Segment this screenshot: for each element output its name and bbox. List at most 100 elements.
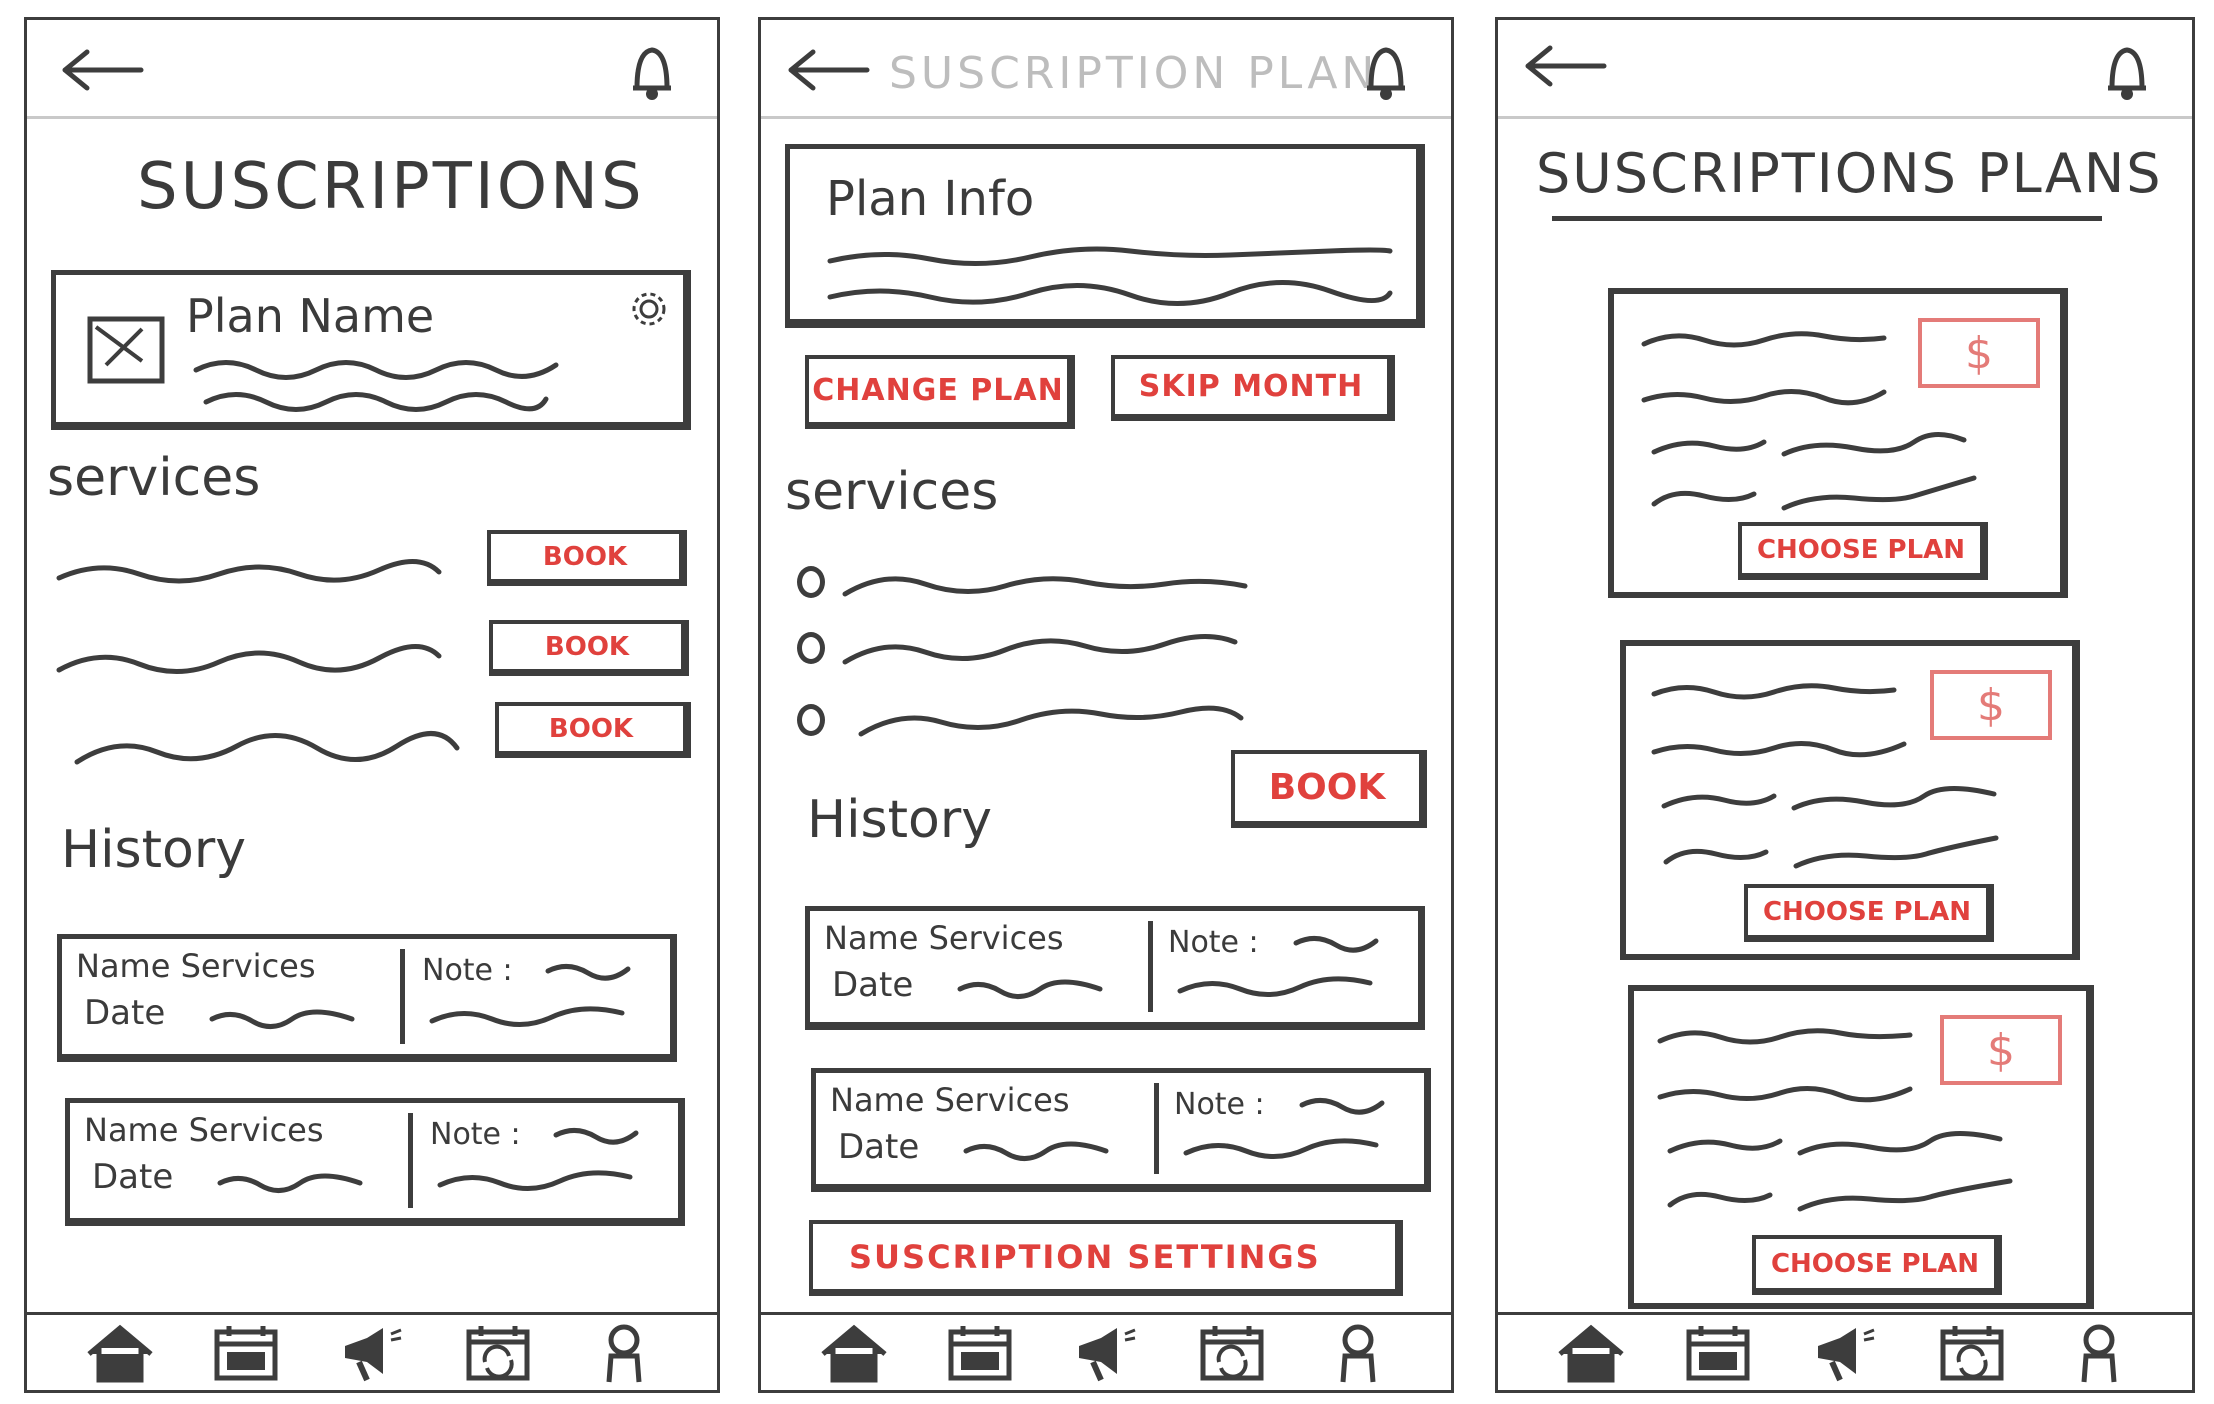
date-value-line (217, 1173, 363, 1193)
screen-subscriptions: SUSCRIPTIONS Plan Name services BOOK BOO… (24, 17, 720, 1393)
plan-line (1641, 331, 1887, 348)
plan-description-line (193, 360, 559, 380)
profile-icon[interactable] (2064, 1322, 2134, 1384)
plan-line (1651, 741, 1907, 758)
page-title: SUSCRIPTIONS PLANS (1536, 142, 2163, 205)
choose-plan-button[interactable]: CHOOSE PLAN (1744, 884, 1994, 942)
date-value-line (957, 979, 1103, 999)
plan-option-card[interactable]: $ CHOOSE PLAN (1628, 985, 2094, 1309)
gear-icon[interactable] (629, 289, 669, 329)
bell-icon[interactable] (2102, 42, 2152, 102)
plan-info-title: Plan Info (826, 171, 1035, 227)
price-tag: $ (1930, 670, 2052, 740)
calendar-icon[interactable] (945, 1322, 1015, 1384)
plan-name: Plan Name (186, 289, 435, 343)
skip-month-button[interactable]: SKIP MONTH (1111, 355, 1395, 421)
plan-info-line (827, 246, 1393, 267)
back-arrow-icon[interactable] (783, 46, 873, 94)
service-radio[interactable] (797, 566, 825, 598)
note-value-line (553, 1128, 639, 1145)
book-button[interactable]: BOOK (489, 620, 689, 676)
service-radio[interactable] (797, 704, 825, 736)
history-row[interactable]: Name Services Date Note : (65, 1098, 685, 1226)
plan-line (1663, 835, 1999, 869)
plan-description-line (203, 392, 549, 412)
title-underline (1552, 216, 2102, 221)
service-line (74, 731, 460, 765)
service-line (56, 559, 442, 584)
calendar-refresh-icon[interactable] (463, 1322, 533, 1384)
bottom-nav (27, 1312, 717, 1390)
profile-icon[interactable] (1323, 1322, 1393, 1384)
back-arrow-icon[interactable] (57, 46, 147, 94)
top-bar: SUSCRIPTION PLAN (761, 20, 1451, 119)
plan-info-card: Plan Info (785, 144, 1425, 328)
date-value-line (963, 1141, 1109, 1161)
subscription-settings-button[interactable]: SUSCRIPTION SETTINGS (809, 1220, 1403, 1296)
services-heading: services (47, 448, 261, 508)
top-bar (1498, 20, 2192, 119)
screen-subscription-plan: SUSCRIPTION PLAN Plan Info CHANGE PLAN S… (758, 17, 1454, 1393)
plan-line (1661, 785, 1997, 811)
note-value-line (1183, 1138, 1379, 1159)
service-radio[interactable] (797, 632, 825, 664)
plan-line (1667, 1178, 2013, 1212)
calendar-refresh-icon[interactable] (1937, 1322, 2007, 1384)
choose-plan-button[interactable]: CHOOSE PLAN (1738, 522, 1988, 580)
plan-line (1657, 1086, 1913, 1103)
page-title: SUSCRIPTIONS (137, 150, 645, 224)
book-button[interactable]: BOOK (487, 530, 687, 586)
bottom-nav (761, 1312, 1451, 1390)
home-icon[interactable] (819, 1322, 889, 1384)
calendar-icon[interactable] (1683, 1322, 1753, 1384)
plan-line (1651, 432, 1967, 457)
home-icon[interactable] (85, 1322, 155, 1384)
price-tag: $ (1918, 318, 2040, 388)
calendar-refresh-icon[interactable] (1197, 1322, 1267, 1384)
book-button[interactable]: BOOK (1231, 750, 1427, 828)
plan-option-card[interactable]: $ CHOOSE PLAN (1620, 640, 2080, 960)
plan-line (1651, 475, 1977, 511)
note-value-line (1177, 976, 1373, 997)
megaphone-icon[interactable] (1810, 1322, 1880, 1384)
plan-line (1667, 1130, 2003, 1156)
top-bar (27, 20, 717, 119)
plan-info-line (827, 279, 1393, 307)
price-tag: $ (1940, 1015, 2062, 1085)
back-arrow-icon[interactable] (1520, 42, 1610, 90)
bottom-nav (1498, 1312, 2192, 1390)
choose-plan-button[interactable]: CHOOSE PLAN (1752, 1235, 2002, 1295)
note-value-line (1293, 936, 1379, 953)
plan-line (1657, 1028, 1913, 1045)
note-value-line (545, 964, 631, 981)
bell-icon[interactable] (627, 42, 677, 102)
history-row[interactable]: Name Services Date Note : (811, 1068, 1431, 1192)
plan-card[interactable]: Plan Name (51, 270, 691, 430)
service-line (842, 576, 1248, 597)
plan-option-card[interactable]: $ CHOOSE PLAN (1608, 288, 2068, 598)
service-line (858, 705, 1244, 737)
history-heading: History (61, 820, 246, 880)
note-value-line (1299, 1098, 1385, 1115)
history-row[interactable]: Name Services Date Note : (57, 934, 677, 1062)
header-title: SUSCRIPTION PLAN (889, 48, 1379, 99)
book-button[interactable]: BOOK (495, 702, 691, 758)
megaphone-icon[interactable] (1071, 1322, 1141, 1384)
plan-line (1651, 683, 1897, 700)
service-line (56, 644, 442, 674)
megaphone-icon[interactable] (337, 1322, 407, 1384)
plan-line (1641, 389, 1887, 406)
note-value-line (429, 1006, 625, 1027)
calendar-icon[interactable] (211, 1322, 281, 1384)
history-row[interactable]: Name Services Date Note : (805, 906, 1425, 1030)
image-placeholder-icon (87, 316, 165, 384)
change-plan-button[interactable]: CHANGE PLAN (805, 355, 1075, 429)
history-heading: History (807, 790, 992, 850)
bell-icon[interactable] (1361, 42, 1411, 102)
date-value-line (209, 1009, 355, 1029)
home-icon[interactable] (1556, 1322, 1626, 1384)
profile-icon[interactable] (589, 1322, 659, 1384)
screen-subscription-plans: SUSCRIPTIONS PLANS $ CHOOSE PLAN $ CHOOS… (1495, 17, 2195, 1393)
service-line (842, 633, 1238, 665)
services-heading: services (785, 462, 999, 522)
